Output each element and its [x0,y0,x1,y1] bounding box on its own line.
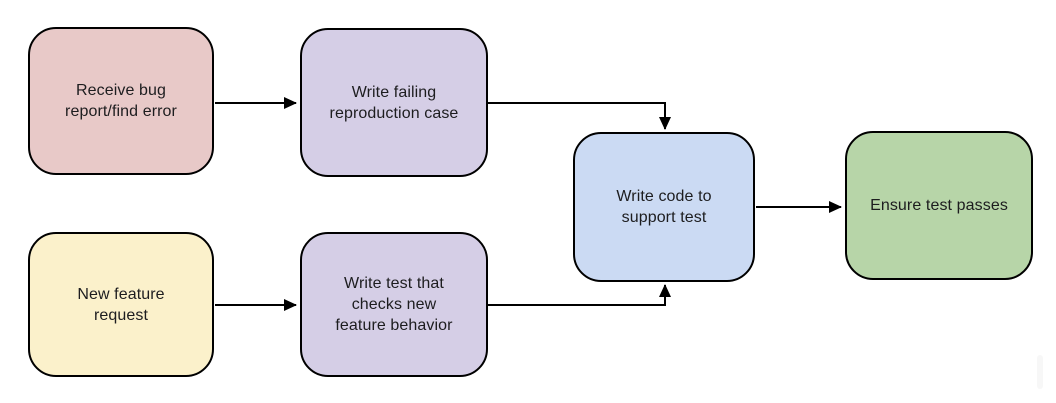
scrollbar-thumb[interactable] [1037,355,1043,389]
node-receive-bug-report: Receive bug report/find error [28,27,214,175]
node-label: Receive bug report/find error [65,82,177,120]
node-write-code-to-support-test: Write code to support test [573,132,755,282]
node-label: Write test that checks new feature behav… [335,275,453,334]
edge-arrow-repro-to-code [488,102,671,130]
node-label: Write failing reproduction case [329,83,459,122]
node-label: Write code to support test [616,188,712,226]
node-label: Ensure test passes [870,197,1008,214]
node-new-feature-request: New feature request [28,232,214,377]
node-write-test-checks-new-feature: Write test that checks new feature behav… [300,232,488,377]
node-ensure-test-passes: Ensure test passes [845,131,1033,280]
node-label: New feature request [77,285,165,324]
edge-arrow-test-to-code [488,284,671,306]
node-write-failing-reproduction-case: Write failing reproduction case [300,28,488,177]
